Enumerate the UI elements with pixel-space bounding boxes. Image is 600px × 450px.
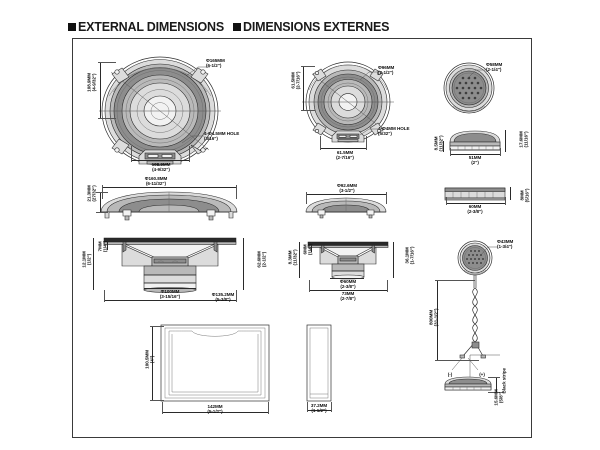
- mid-section-basket-dia-label: 73MM(2-7/8"): [340, 291, 356, 302]
- tweeter-wire-length-dim: [437, 280, 438, 360]
- mid-section-basket-dia-dim: [309, 290, 387, 291]
- grille-large-width-label: 142MM(5-1/2"): [207, 404, 223, 415]
- crossover-height-dim: [496, 377, 497, 392]
- page-title: EXTERNAL DIMENSIONS DIMENSIONS EXTERNES: [68, 20, 389, 34]
- tweeter-side-view: [449, 130, 501, 151]
- woofer-top-height-dim: [100, 192, 101, 212]
- crossover-side-view: [444, 376, 492, 391]
- grille-large-height-label: 100.5MM(4"): [144, 350, 155, 369]
- mid-front-outer-dia-label: Φ96MM(3-1/2"): [378, 65, 395, 76]
- woofer-top-height-label: 21.3MM(27/32"): [86, 185, 97, 202]
- large-grille-outline: [160, 324, 270, 402]
- tweeter-side-left-height-label: 8.5MM(11/32"): [433, 135, 444, 152]
- woofer-top-dia-dim: [102, 187, 236, 188]
- woofer-cross-section: [103, 237, 237, 293]
- tweeter-front-view: [443, 62, 495, 114]
- woofer-section-total-height-label: 12.1MM(1/2"): [81, 251, 92, 268]
- woofer-front-width-dim: [131, 160, 189, 161]
- woofer-section-basket-dia-label: Φ100MM(3-15/16"): [159, 289, 181, 300]
- mid-front-width-dim: [320, 148, 366, 149]
- woofer-section-basket-dia-dim: [144, 288, 196, 289]
- mid-section-depth-label: 36.1MM(1-7/16"): [404, 246, 415, 265]
- bracket-width-dim: [446, 203, 505, 204]
- square-bullet-icon-2: [233, 23, 241, 31]
- woofer-top-dia-label: Φ160.8MM(6-11/32"): [144, 176, 168, 187]
- grille-large-height-dim: [152, 326, 153, 400]
- bracket-height-dim: [510, 187, 511, 200]
- mid-top-dia-dim: [306, 194, 386, 195]
- woofer-section-total-height-dim: [93, 238, 94, 290]
- midrange-top-view: [305, 197, 387, 219]
- midrange-front-view: [302, 61, 394, 143]
- bracket-height-label: 8MM(5/16"): [519, 188, 530, 203]
- mid-section-lip-height-dim: [311, 242, 312, 252]
- woofer-front-height-label: 108.9MM(4-9/32"): [86, 73, 97, 92]
- woofer-section-lip-height-label: 7MM(1/4"): [97, 240, 108, 253]
- woofer-top-view: [100, 191, 238, 221]
- woofer-front-outer-dia-label: Φ165MM(6-1/2"): [206, 58, 225, 69]
- tweeter-terminal-positive-label: (+): [479, 372, 485, 377]
- woofer-section-flange-dia-label: Φ135.2MM(5-3/8"): [211, 292, 235, 303]
- grille-small-width-dim: [307, 410, 331, 411]
- mid-front-width-label: 61.5MM(2-7/16"): [336, 150, 354, 161]
- bracket-width-label: 60MM(2-3/8"): [467, 204, 483, 215]
- grille-small-width-label: 37.2MM(1-1/2"): [310, 403, 328, 414]
- tweeter-side-right-height-dim: [505, 130, 506, 152]
- tweeter-front-dia-label: Φ58MM(2-1/4"): [486, 62, 503, 73]
- woofer-front-view: [99, 56, 221, 166]
- tweeter-side-width-label: 51MM(2"): [468, 155, 482, 166]
- mounting-bracket-side-view: [444, 187, 506, 201]
- title-french: DIMENSIONS EXTERNES: [243, 20, 390, 34]
- mid-section-depth-dim: [393, 242, 394, 278]
- title-english: EXTERNAL DIMENSIONS: [78, 20, 224, 34]
- tweeter-side-left-height-dim: [443, 141, 444, 152]
- tweeter-side-right-height-label: 17.6MM(11/16"): [518, 131, 529, 148]
- mid-section-total-height-label: 8.3MM(11/32"): [287, 249, 298, 266]
- woofer-front-width-label: 108.9MM(4-9/32"): [151, 162, 171, 173]
- mid-front-holes-label: 4-Φ4MM HOLE(5/32"): [378, 126, 410, 137]
- tweeter-side-width-dim: [450, 154, 500, 155]
- woofer-section-depth-dim: [243, 238, 244, 290]
- tweeter-wire-length-label: 800MM(31-1/2"): [428, 308, 439, 327]
- mid-front-height-label: 61.5MM(2-7/16"): [290, 71, 301, 90]
- woofer-front-height-dim: [100, 62, 101, 118]
- mid-top-dia-label: Φ92.6MM(3-1/2"): [336, 183, 357, 194]
- mid-front-height-dim: [303, 66, 304, 110]
- woofer-section-depth-label: 62.6MM(2-1/2"): [256, 251, 267, 268]
- tweeter-wire-dia-label: Φ43MM(1-3/4"): [497, 239, 514, 250]
- crossover-height-label: 15.6MM(5/8"): [493, 389, 504, 406]
- tweeter-with-lead-wire: [457, 240, 493, 359]
- mid-section-magnet-dia-dim: [330, 278, 364, 279]
- mid-section-lip-height-label: 6MM(1/4"): [302, 243, 313, 256]
- woofer-section-lip-height-dim: [107, 238, 108, 250]
- mid-section-total-height-dim: [299, 242, 300, 278]
- woofer-section-flange-dia-dim: [104, 300, 236, 301]
- square-bullet-icon: [68, 23, 76, 31]
- mid-section-magnet-dia-label: Φ60MM(2-3/8"): [339, 279, 357, 290]
- woofer-front-holes-label: 4-Φ4.5MM HOLE(3/16"): [204, 131, 240, 142]
- small-grille-outline: [306, 324, 332, 402]
- grille-large-width-dim: [162, 412, 268, 413]
- tweeter-terminal-negative-label: (-): [447, 372, 453, 377]
